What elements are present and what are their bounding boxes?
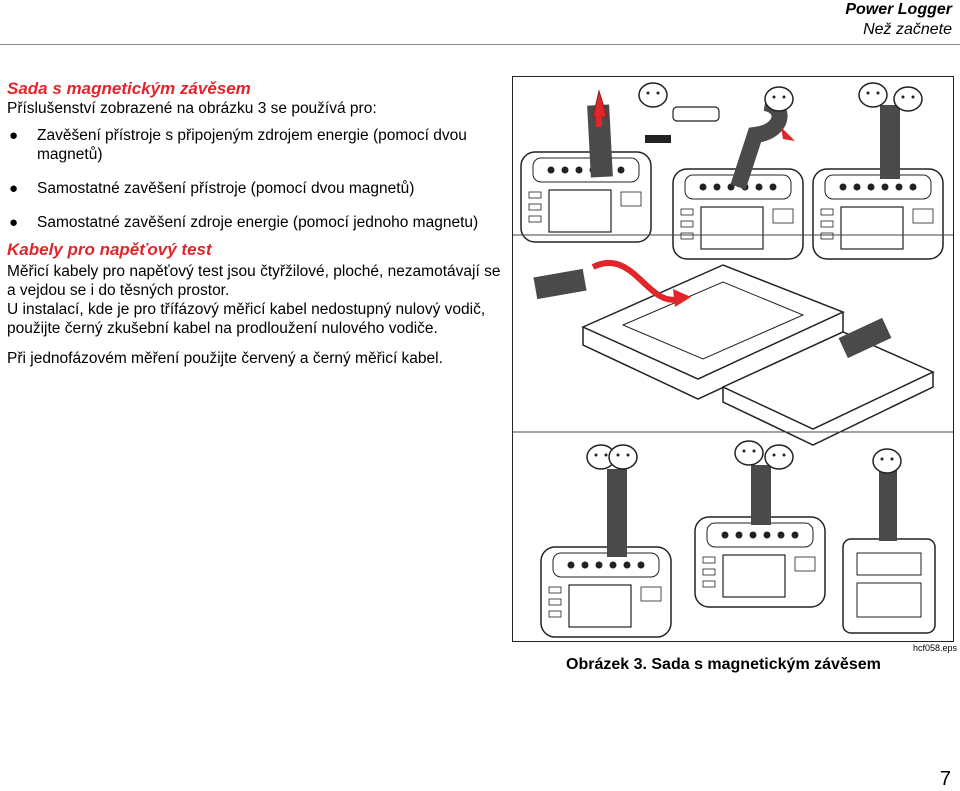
cables-paragraph-2: U instalací, kde je pro třífázový měřicí… [7, 301, 486, 337]
figure-illustration [513, 82, 953, 638]
page-number: 7 [939, 768, 951, 790]
bullet-icon: ● [9, 214, 19, 231]
figure-file-id: hcf058.eps [913, 643, 958, 653]
text-column: Sada s magnetickým závěsem Příslušenství… [7, 78, 512, 368]
middle-row [533, 259, 935, 446]
figure-caption: Obrázek 3. Sada s magnetickým závěsem [566, 656, 881, 673]
header-product: Power Logger [845, 1, 952, 18]
bullet-item: ●Zavěšení přístroje s připojeným zdrojem… [9, 127, 467, 163]
magnet-heading: Sada s magnetickým závěsem [7, 79, 251, 98]
running-header: Power Logger Než začnete [845, 0, 952, 40]
bullet-icon: ● [9, 180, 19, 197]
cables-paragraph-3: Při jednofázovém měření použijte červený… [7, 350, 443, 367]
bullet-icon: ● [9, 127, 19, 144]
bullet-item: ●Samostatné zavěšení přístroje (pomocí d… [9, 180, 415, 197]
cables-paragraph-1: Měřicí kabely pro napěťový test jsou čty… [7, 263, 501, 299]
top-row [520, 82, 944, 260]
cables-heading: Kabely pro napěťový test [7, 240, 212, 259]
header-section: Než začnete [863, 21, 952, 38]
magnet-bullet-list: ●Zavěšení přístroje s připojeným zdrojem… [7, 126, 512, 232]
bullet-item: ●Samostatné zavěšení zdroje energie (pom… [9, 214, 479, 231]
header-rule [0, 44, 960, 45]
figure-magnetic-hanger [512, 76, 954, 642]
bottom-row [540, 440, 936, 638]
magnet-intro: Příslušenství zobrazené na obrázku 3 se … [7, 100, 377, 117]
